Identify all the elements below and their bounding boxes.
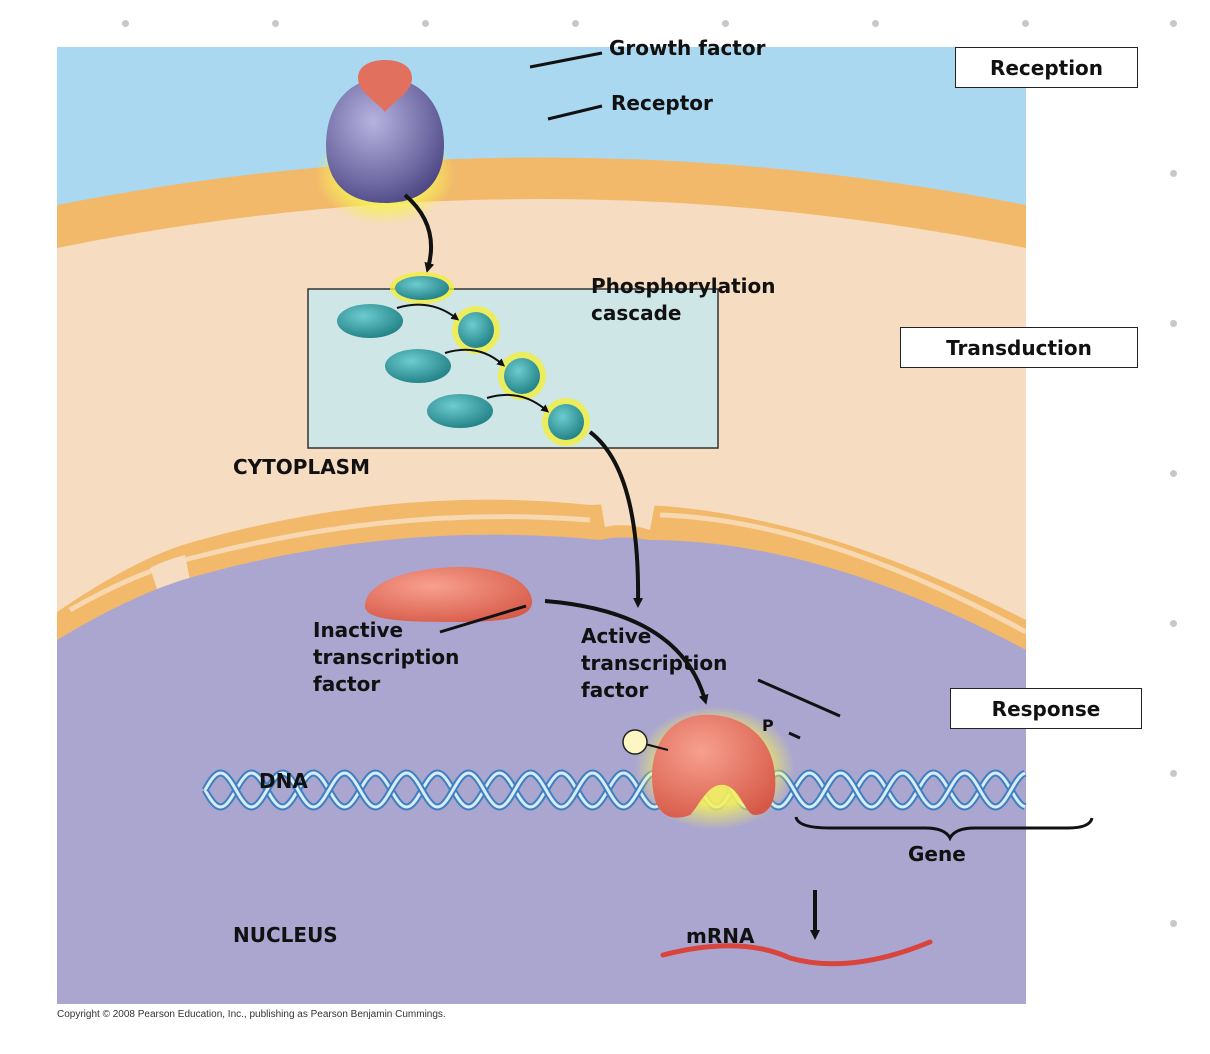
receptor-to-cascade-arrow — [403, 193, 435, 273]
decor-dot — [722, 20, 729, 27]
kinase-inactive-2 — [385, 349, 451, 383]
decor-dot — [1170, 920, 1177, 927]
transduction-stage-box: Transduction — [900, 327, 1138, 368]
decor-dot — [872, 20, 879, 27]
receptor-leader — [547, 104, 603, 121]
inactive-transcription-factor-shape — [364, 567, 533, 622]
receptor-shape — [326, 78, 444, 203]
kinase-active-1 — [458, 312, 494, 348]
phosphate-group — [622, 729, 648, 755]
decor-dot — [122, 20, 129, 27]
decor-dot — [1170, 20, 1177, 27]
dna-label: DNA — [259, 769, 308, 793]
active-transcription-factor-label: Active transcription factor — [581, 624, 728, 702]
growth-factor-label: Growth factor — [609, 36, 766, 60]
phosphate-leader — [788, 731, 801, 740]
decor-dot — [1022, 20, 1029, 27]
inactive-to-active-arrow — [544, 599, 709, 705]
decor-dot — [1170, 470, 1177, 477]
response-stage-box: Response — [950, 688, 1142, 729]
growth-factor-shape — [358, 60, 412, 112]
mrna-label: mRNA — [686, 924, 755, 948]
kinase-active-2 — [504, 358, 540, 394]
cascade-to-nucleus-arrow — [588, 430, 644, 608]
inactive-transcription-factor-label: Inactive transcription factor — [313, 618, 460, 696]
phosphate-label: P — [762, 716, 774, 735]
phosphorylation-cascade-label: Phosphorylation cascade — [591, 274, 776, 325]
decor-dot — [1170, 170, 1177, 177]
decor-dot — [1170, 620, 1177, 627]
gene-brace — [794, 816, 1094, 842]
kinase-top — [395, 276, 449, 300]
decor-dot — [1170, 320, 1177, 327]
decor-dot — [572, 20, 579, 27]
receptor-label: Receptor — [611, 91, 713, 115]
inactive-tf-leader — [439, 604, 527, 634]
active-tf-leader — [757, 678, 841, 718]
kinase-active-3 — [548, 404, 584, 440]
copyright-notice: Copyright © 2008 Pearson Education, Inc.… — [57, 1009, 446, 1020]
decor-dot — [422, 20, 429, 27]
kinase-group — [337, 272, 590, 446]
kinase-inactive-1 — [337, 304, 403, 338]
mrna-strand — [660, 939, 933, 967]
nucleus-label: NUCLEUS — [233, 923, 338, 947]
kinase-inactive-3 — [427, 394, 493, 428]
dna-helix — [201, 769, 1027, 811]
decor-dot — [272, 20, 279, 27]
growth-factor-leader — [529, 51, 603, 69]
active-transcription-factor-shape — [652, 714, 776, 818]
reception-stage-box: Reception — [955, 47, 1138, 88]
nucleus-region — [57, 534, 1026, 1004]
gene-label: Gene — [908, 842, 966, 866]
decor-dot — [1170, 770, 1177, 777]
cytoplasm-label: CYTOPLASM — [233, 455, 370, 479]
